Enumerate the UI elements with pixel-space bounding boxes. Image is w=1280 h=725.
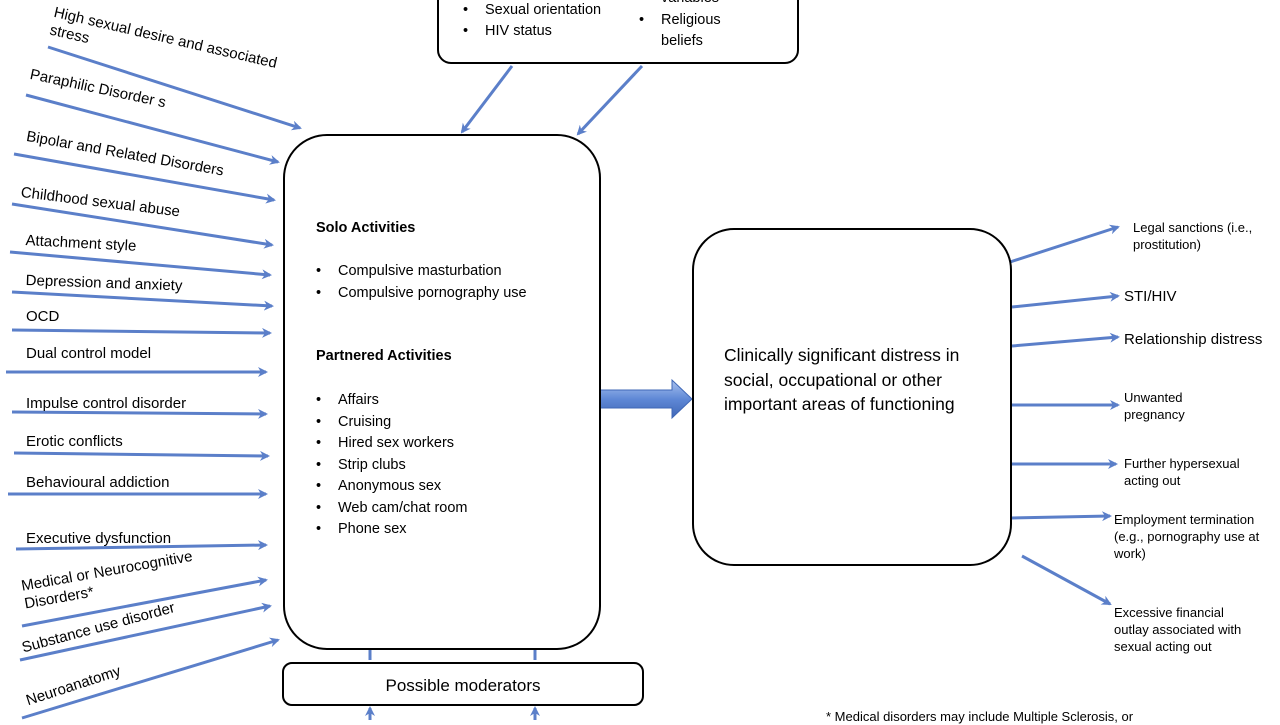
top-box-religious-beliefs: Religious beliefs — [661, 11, 721, 50]
connector-arrow — [576, 64, 644, 136]
distress-box: Clinically significant distress in socia… — [692, 228, 1012, 566]
connector-arrow — [21, 637, 280, 720]
connector-arrow — [11, 290, 274, 311]
partnered-activity-item: Affairs — [314, 390, 467, 412]
footnote: * Medical disorders may include Multiple… — [826, 709, 1134, 724]
partnered-activity-item: Hired sex workers — [314, 433, 467, 455]
top-box-left-list: GenderSexual orientationHIV status — [461, 0, 601, 43]
connector-arrow — [11, 327, 272, 338]
connector-arrow — [1011, 291, 1120, 309]
solo-activity-item: Compulsive masturbation — [314, 261, 527, 283]
outcome-employment-termination: Employment termination (e.g., pornograph… — [1114, 512, 1260, 561]
activities-box: Solo Activities Compulsive masturbationC… — [283, 134, 601, 650]
outcome-further-acting-out: Further hypersexual acting out — [1124, 456, 1240, 488]
partnered-activity-item: Anonymous sex — [314, 476, 467, 498]
partnered-activities-list: AffairsCruisingHired sex workersStrip cl… — [314, 390, 467, 541]
top-moderators-box: GenderSexual orientationHIV status varia… — [437, 0, 799, 64]
distress-text: Clinically significant distress in socia… — [724, 345, 960, 414]
main-flow-arrow — [599, 378, 693, 420]
connector-arrow — [11, 202, 274, 249]
top-box-variables: variables — [637, 0, 719, 6]
factor-erotic-conflicts: Erotic conflicts — [26, 433, 123, 450]
connector-arrow — [1011, 332, 1120, 348]
connector-arrow — [9, 250, 272, 280]
connector-arrow — [460, 65, 514, 134]
top-box-right-list: variables Religious beliefs — [637, 0, 731, 53]
connector-arrow — [1009, 224, 1120, 264]
partnered-activity-item: Web cam/chat room — [314, 498, 467, 520]
possible-moderators-label: Possible moderators — [385, 676, 541, 695]
connector-arrow — [25, 93, 280, 165]
connector-arrow — [15, 540, 268, 551]
partnered-activity-item: Cruising — [314, 412, 467, 434]
solo-activities-list: Compulsive masturbationCompulsive pornog… — [314, 261, 527, 304]
solo-activity-item: Compulsive pornography use — [314, 283, 527, 305]
possible-moderators-box: Possible moderators — [282, 662, 644, 706]
connector-arrow — [19, 602, 272, 662]
connector-arrow — [11, 408, 268, 419]
factor-executive-dysfunction: Executive dysfunction — [26, 530, 172, 547]
factor-ocd: OCD — [26, 308, 60, 325]
partnered-activities-heading: Partnered Activities — [316, 348, 452, 364]
outcome-sti-hiv: STI/HIV — [1124, 288, 1177, 305]
partnered-activity-item: Phone sex — [314, 519, 467, 541]
outcome-financial-outlay: Excessive financial outlay associated wi… — [1114, 605, 1242, 654]
connector-arrow — [13, 152, 276, 204]
connector-arrow — [21, 576, 268, 628]
factor-dual-control-model: Dual control model — [26, 345, 152, 362]
connector-arrow — [13, 450, 270, 461]
partnered-activity-item: Strip clubs — [314, 455, 467, 477]
outcome-unwanted-pregnancy: Unwanted pregnancy — [1124, 390, 1185, 422]
factor-impulse-control-disorder: Impulse control disorder — [26, 395, 187, 412]
connector-arrow — [1011, 511, 1112, 522]
outcome-legal-sanctions: Legal sanctions (i.e., prostitution) — [1133, 220, 1253, 252]
top-box-item: Sexual orientation — [461, 0, 601, 21]
connector-arrow — [47, 45, 302, 131]
connector-arrow — [1021, 554, 1112, 606]
top-box-item: HIV status — [461, 21, 601, 43]
solo-activities-heading: Solo Activities — [316, 220, 416, 236]
outcome-relationship-distress: Relationship distress — [1124, 331, 1263, 348]
factor-behavioural-addiction: Behavioural addiction — [26, 474, 170, 491]
